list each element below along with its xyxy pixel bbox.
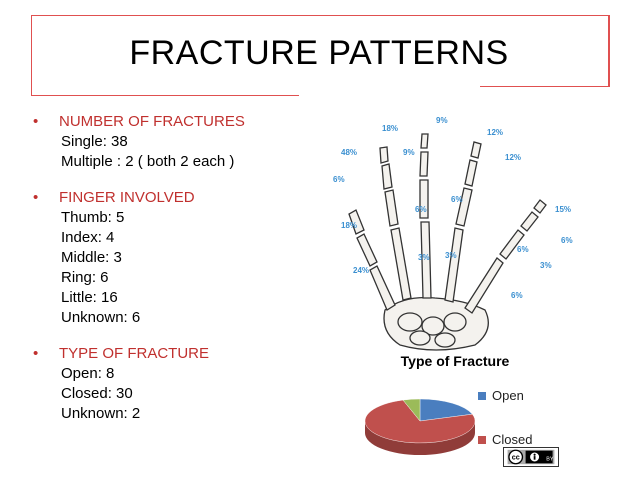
section-heading: NUMBER OF FRACTURES	[59, 113, 245, 130]
legend-item-closed: Closed	[478, 432, 532, 452]
section-line: Single: 38	[61, 133, 128, 150]
license-badge[interactable]: cc BY	[503, 447, 559, 467]
pie-slice-unknown	[402, 398, 421, 422]
bullet-list: • NUMBER OF FRACTURES Single: 38 Multipl…	[32, 112, 322, 440]
section-line: Middle: 3	[61, 249, 122, 266]
section-line: Ring: 6	[61, 269, 109, 286]
svg-text:18%: 18%	[382, 124, 398, 133]
attribution-icon	[529, 451, 540, 463]
svg-text:6%: 6%	[511, 291, 523, 300]
frame-line-top	[31, 15, 610, 16]
chart-legend: Open Closed	[478, 388, 532, 476]
svg-text:18%: 18%	[341, 221, 357, 230]
svg-text:6%: 6%	[561, 236, 573, 245]
slide-title: FRACTURE PATTERNS	[129, 34, 509, 72]
bullet-icon: •	[33, 345, 39, 362]
svg-text:48%: 48%	[341, 148, 357, 157]
svg-text:12%: 12%	[505, 153, 521, 162]
legend-item-open: Open	[478, 388, 532, 408]
fracture-percent-labels: 48% 18% 9% 12% 6% 9% 12% 15% 6% 6% 18% 3…	[333, 116, 573, 300]
pie-chart	[364, 398, 476, 455]
chart-title: Type of Fracture	[400, 353, 510, 369]
pie-side-closed	[365, 421, 475, 455]
svg-text:6%: 6%	[451, 195, 463, 204]
section-line: Closed: 30	[61, 385, 133, 402]
svg-text:cc: cc	[512, 453, 520, 462]
section-number-of-fractures: • NUMBER OF FRACTURES Single: 38 Multipl…	[32, 112, 322, 172]
section-line: Multiple : 2 ( both 2 each )	[61, 153, 235, 170]
bullet-icon: •	[33, 189, 39, 206]
section-heading: FINGER INVOLVED	[59, 189, 195, 206]
svg-text:6%: 6%	[333, 175, 345, 184]
license-label: BY	[546, 457, 554, 463]
svg-text:12%: 12%	[487, 128, 503, 137]
section-line: Open: 8	[61, 365, 115, 382]
section-line: Unknown: 6	[61, 309, 141, 326]
svg-text:9%: 9%	[403, 148, 415, 157]
legend-swatch-open	[478, 392, 486, 400]
legend-swatch-closed	[478, 436, 486, 444]
pie-slice-closed	[364, 399, 476, 444]
svg-text:9%: 9%	[436, 116, 448, 125]
svg-text:6%: 6%	[517, 245, 529, 254]
svg-text:6%: 6%	[415, 205, 427, 214]
section-heading: TYPE OF FRACTURE	[59, 345, 210, 362]
frame-line-bottom-left	[31, 95, 299, 96]
bullet-icon: •	[33, 113, 39, 130]
section-finger-involved: • FINGER INVOLVED Thumb: 5 Index: 4 Midd…	[32, 188, 322, 328]
svg-text:3%: 3%	[418, 253, 430, 262]
hand-skeleton-image: 48% 18% 9% 12% 6% 9% 12% 15% 6% 6% 18% 3…	[333, 116, 573, 351]
creative-commons-icon: cc	[508, 449, 524, 465]
legend-label: Open	[492, 388, 524, 403]
section-line: Unknown: 2	[61, 405, 141, 422]
svg-text:24%: 24%	[353, 266, 369, 275]
frame-line-bottom-right	[480, 86, 610, 87]
section-line: Thumb: 5	[61, 209, 125, 226]
svg-text:3%: 3%	[540, 261, 552, 270]
pie-slice-open	[419, 398, 473, 422]
svg-text:15%: 15%	[555, 205, 571, 214]
section-type-of-fracture: • TYPE OF FRACTURE Open: 8 Closed: 30 Un…	[32, 344, 322, 424]
svg-text:3%: 3%	[445, 251, 457, 260]
frame-line-left	[31, 15, 32, 95]
section-line: Index: 4	[61, 229, 115, 246]
frame-line-right	[608, 15, 610, 87]
legend-label: Closed	[492, 432, 533, 447]
section-line: Little: 16	[61, 289, 118, 306]
